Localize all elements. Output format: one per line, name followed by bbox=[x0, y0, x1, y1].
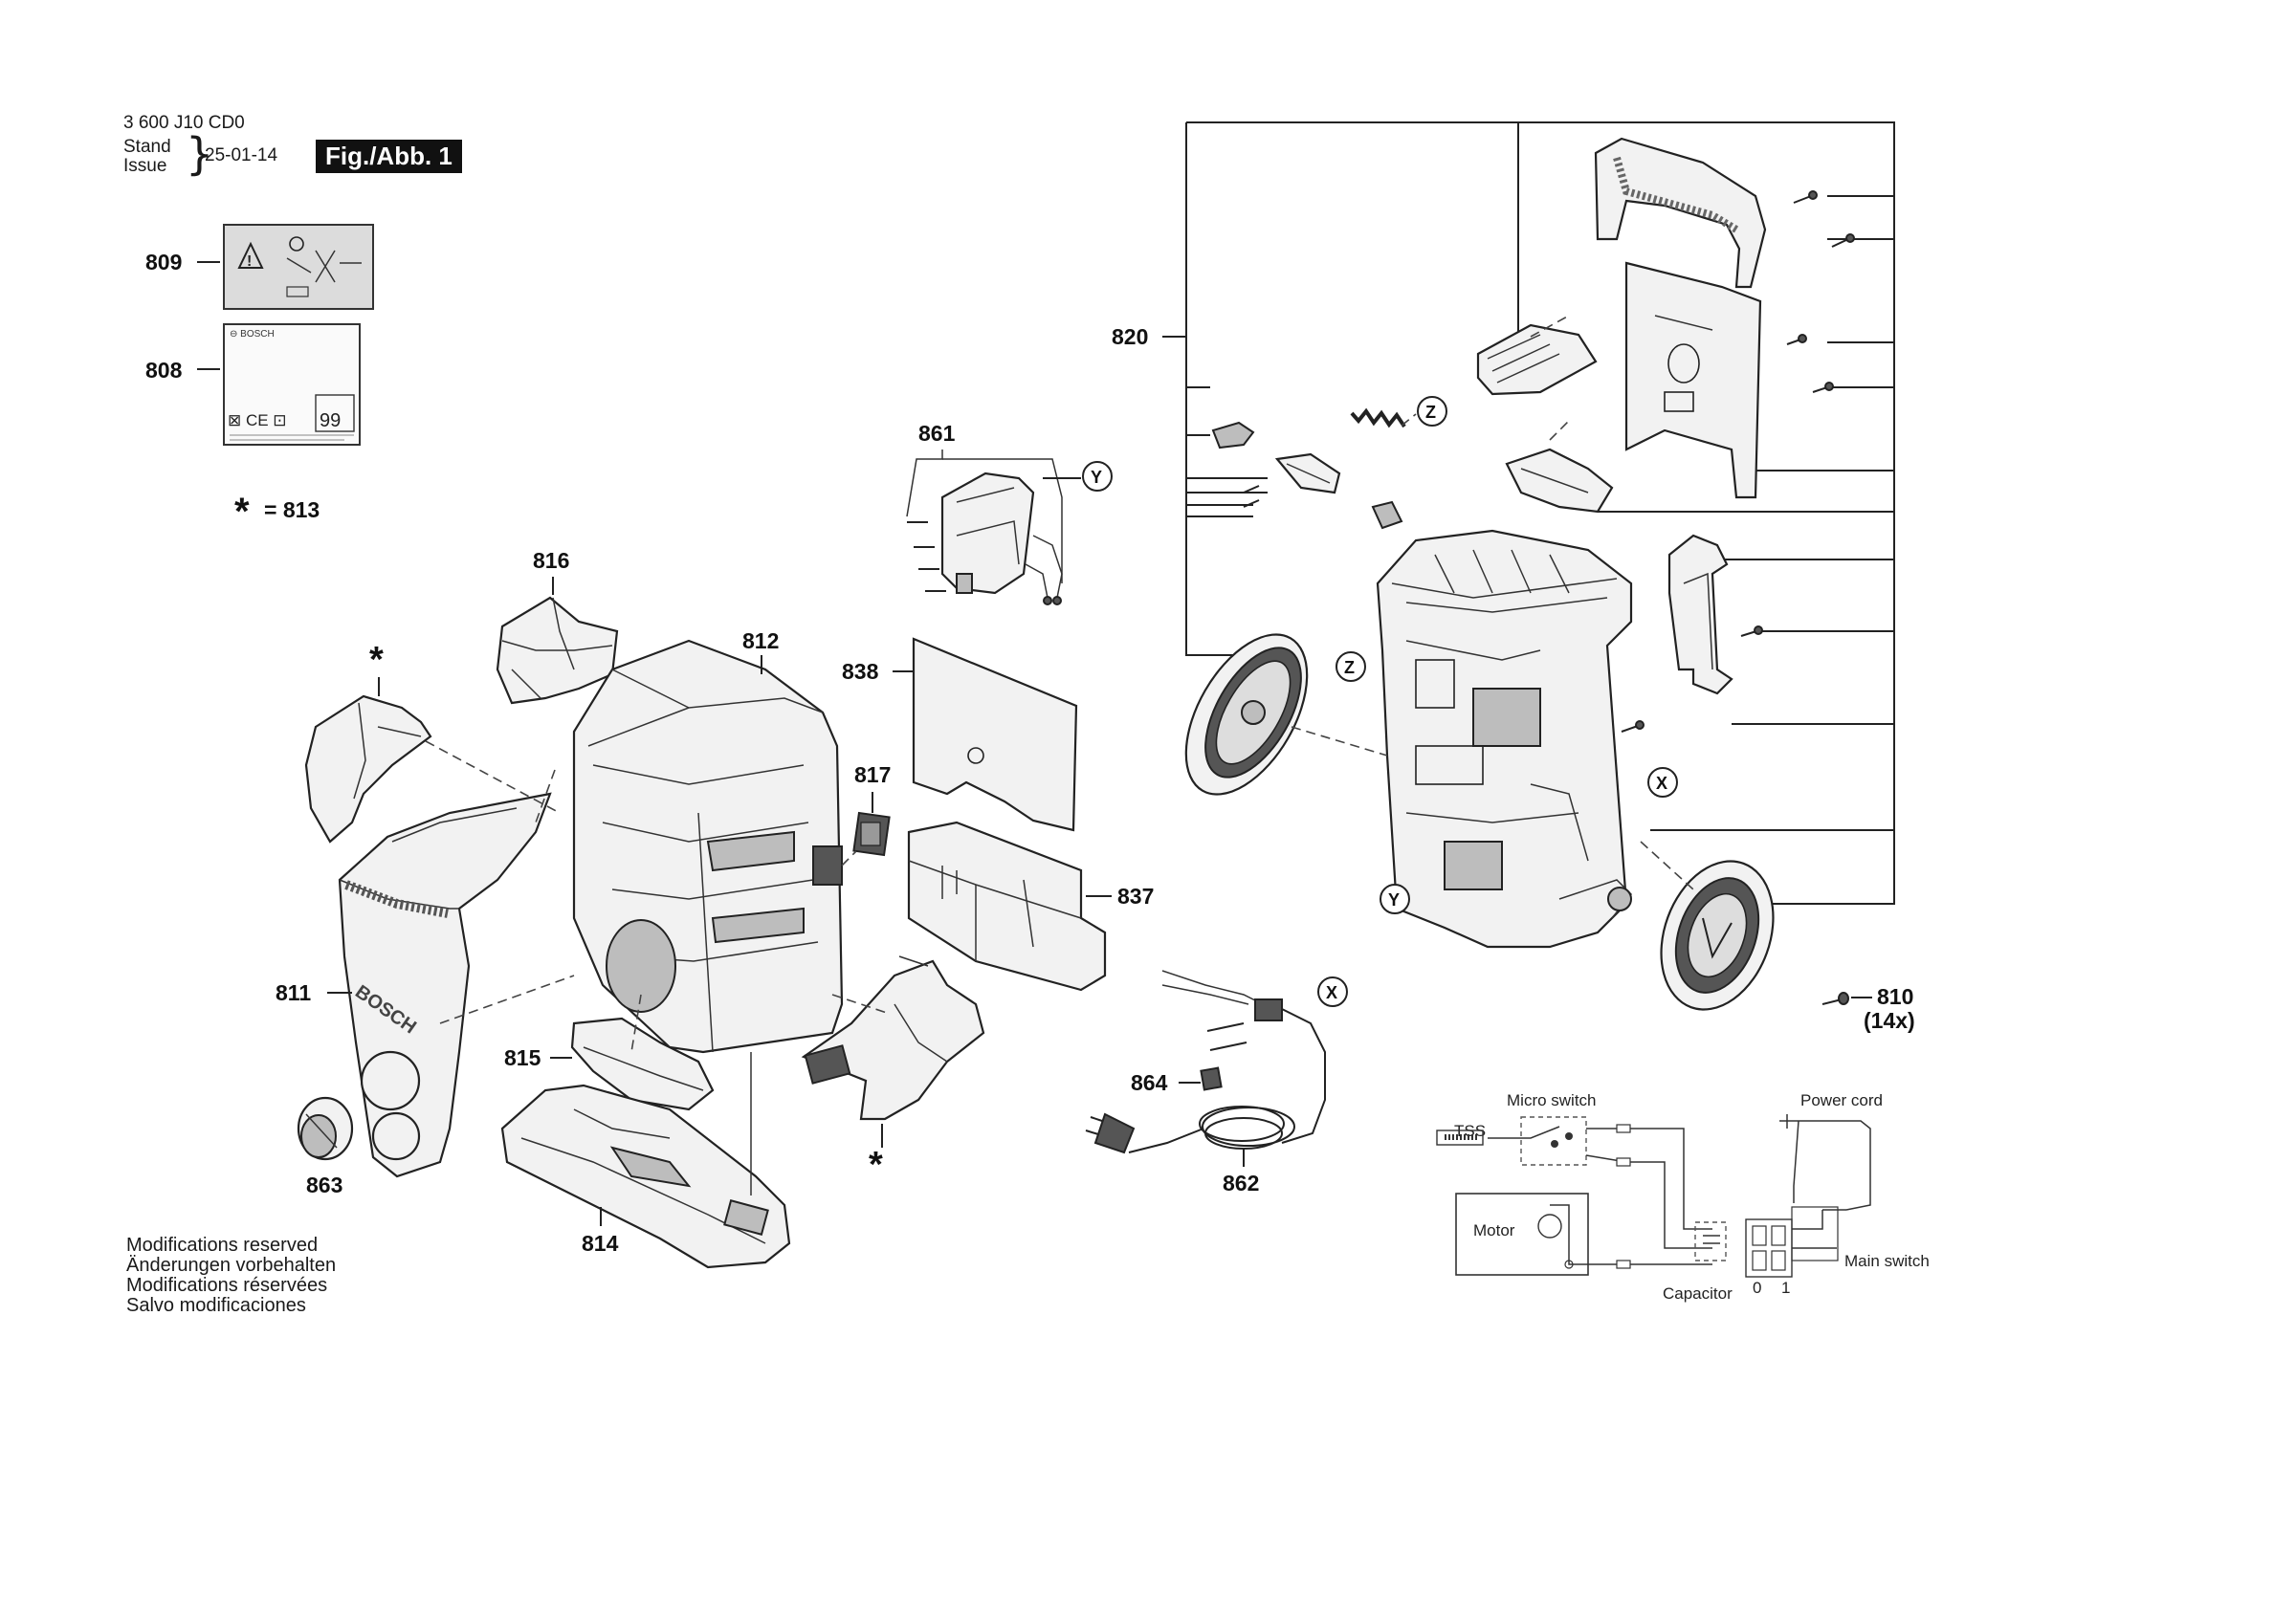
star-marker-upper: * bbox=[369, 640, 384, 680]
label-862: 862 bbox=[1223, 1171, 1259, 1195]
wiring-micro-switch-label: Micro switch bbox=[1507, 1091, 1597, 1109]
part-861-switch-box bbox=[907, 472, 1063, 605]
marker-x-frame bbox=[1647, 767, 1678, 798]
part-838-panel bbox=[912, 637, 1078, 832]
part-864-clamp bbox=[1200, 1066, 1223, 1091]
marker-y-frame bbox=[1380, 884, 1410, 914]
label-809: 809 bbox=[145, 250, 182, 274]
marker-z-top bbox=[1417, 396, 1447, 427]
part-817-clip bbox=[852, 811, 891, 857]
part-trigger-assembly bbox=[1211, 421, 1403, 530]
label-837: 837 bbox=[1117, 884, 1154, 909]
part-hose-holders bbox=[1476, 323, 1614, 514]
part-handle bbox=[1594, 137, 1767, 499]
stand-label: Stand bbox=[123, 137, 171, 157]
modifications-line-es: Salvo modificaciones bbox=[126, 1295, 306, 1316]
marker-y-top bbox=[1082, 461, 1113, 492]
assembly-820-bracket bbox=[1186, 121, 1895, 905]
part-cord-holder bbox=[1621, 534, 1763, 733]
part-837-block bbox=[907, 821, 1107, 992]
star-reference: = 813 bbox=[264, 497, 320, 522]
star-marker-side: * bbox=[869, 1145, 883, 1185]
wiring-motor-label: Motor bbox=[1473, 1221, 1515, 1239]
label-811: 811 bbox=[276, 980, 311, 1005]
marker-x-cord bbox=[1317, 976, 1348, 1007]
part-spring bbox=[1350, 407, 1406, 428]
label-808: 808 bbox=[145, 358, 183, 383]
part-814-base-tray bbox=[500, 1084, 791, 1269]
brace-icon: } bbox=[186, 128, 214, 180]
marker-y-top-label: Y bbox=[1091, 468, 1102, 487]
label-808-marks: ⊠ CE ⊡ bbox=[228, 411, 287, 429]
part-812-main-housing bbox=[572, 639, 844, 1054]
label-812: 812 bbox=[742, 628, 779, 653]
label-820: 820 bbox=[1112, 324, 1148, 349]
label-808-brand: ⊖ BOSCH bbox=[230, 329, 275, 340]
label-816: 816 bbox=[533, 548, 569, 573]
part-811-front-cover: BOSCH bbox=[338, 792, 552, 1178]
issue-date: 25-01-14 bbox=[205, 145, 278, 165]
part-main-frame bbox=[1376, 529, 1633, 949]
label-817: 817 bbox=[854, 762, 891, 787]
label-815: 815 bbox=[504, 1045, 541, 1070]
modifications-line-en: Modifications reserved bbox=[126, 1235, 319, 1256]
screws-handle bbox=[1786, 190, 1855, 393]
part-809-warning-label: ! bbox=[223, 224, 374, 310]
label-861: 861 bbox=[918, 421, 956, 446]
document-number: 3 600 J10 CD0 bbox=[123, 113, 245, 133]
wiring-position-0: 0 bbox=[1753, 1279, 1761, 1297]
part-wheel-right bbox=[1660, 860, 1775, 1011]
label-863: 863 bbox=[306, 1173, 342, 1197]
wiring-diagram: TSS Micro switch Power cord Motor Capaci… bbox=[1436, 1091, 1930, 1303]
wiring-position-1: 1 bbox=[1781, 1279, 1790, 1297]
wiring-capacitor-label: Capacitor bbox=[1663, 1284, 1733, 1303]
marker-z-top-label: Z bbox=[1425, 403, 1436, 422]
marker-x-cord-label: X bbox=[1326, 983, 1337, 1002]
marker-z-frame-label: Z bbox=[1344, 658, 1355, 677]
marker-y-frame-label: Y bbox=[1388, 890, 1400, 910]
label-838: 838 bbox=[842, 659, 879, 684]
part-808-rating-label: ⊖ BOSCH ⊠ CE ⊡ 99 bbox=[223, 323, 361, 446]
part-816-cover bbox=[496, 596, 619, 705]
part-813-side-cover bbox=[801, 955, 985, 1121]
issue-label: Issue bbox=[123, 156, 167, 176]
part-863-knob bbox=[297, 1096, 354, 1161]
label-814: 814 bbox=[582, 1231, 619, 1256]
marker-x-frame-label: X bbox=[1656, 774, 1667, 793]
label-810-quantity: (14x) bbox=[1864, 1008, 1915, 1033]
svg-text:!: ! bbox=[247, 253, 252, 270]
wiring-main-switch-label: Main switch bbox=[1844, 1252, 1930, 1270]
modifications-note: Modifications reserved Änderungen vorbeh… bbox=[126, 1236, 336, 1316]
modifications-line-fr: Modifications réservées bbox=[126, 1275, 328, 1296]
label-810: 810 bbox=[1877, 984, 1913, 1009]
part-wheel-left bbox=[1184, 633, 1309, 796]
part-810-screw bbox=[1821, 992, 1849, 1005]
star-marker: * bbox=[234, 491, 250, 533]
figure-label: Fig./Abb. 1 bbox=[316, 140, 462, 173]
part-862-power-cord bbox=[1085, 970, 1326, 1154]
part-813-upper-cover bbox=[304, 694, 432, 844]
part-815-hook bbox=[570, 1017, 715, 1111]
label-808-badge: 99 bbox=[320, 410, 341, 431]
wiring-power-cord-label: Power cord bbox=[1800, 1091, 1883, 1109]
marker-z-frame bbox=[1336, 651, 1366, 682]
modifications-line-de: Änderungen vorbehalten bbox=[126, 1255, 337, 1276]
label-864: 864 bbox=[1131, 1070, 1168, 1095]
